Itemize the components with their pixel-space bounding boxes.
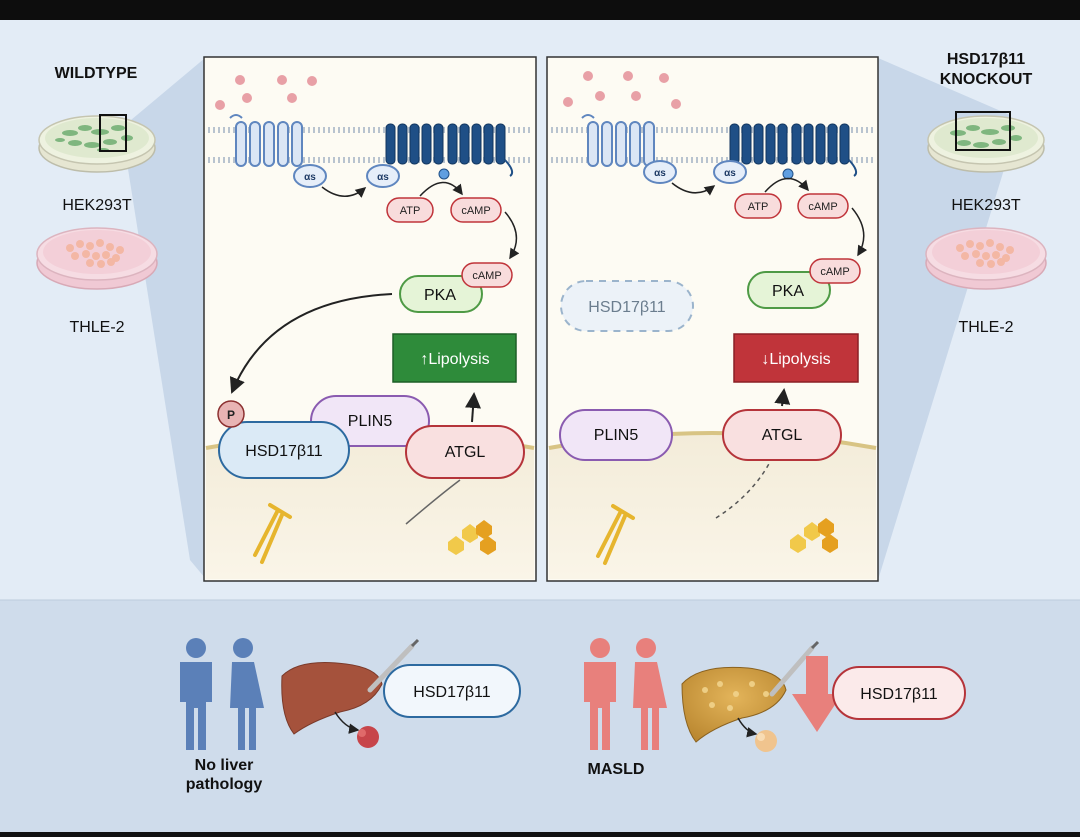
g-alpha-subunit-ko-2: αs <box>713 160 747 184</box>
svg-text:PLIN5: PLIN5 <box>348 413 393 430</box>
svg-text:HSD17β11: HSD17β11 <box>588 299 665 316</box>
adenylyl-cyclase <box>385 123 514 180</box>
g-alpha-subunit-1: αs <box>293 164 327 188</box>
petri-dish-hek-wildtype <box>38 114 156 173</box>
knockout-panel: αs αs ATP cAMP PKA cAMP HSD17β11 <box>546 56 879 582</box>
wildtype-title: WILDTYPE <box>55 65 138 82</box>
lipolysis-down-box: ↓Lipolysis <box>733 333 859 383</box>
svg-text:↑Lipolysis: ↑Lipolysis <box>420 351 489 368</box>
wildtype-panel: αs αs ATP cAMP PKA cAMP <box>203 56 537 582</box>
healthy-hsd-pill: HSD17β11 <box>383 664 521 718</box>
svg-text:ATP: ATP <box>748 201 769 213</box>
masld-people-icon <box>584 638 667 750</box>
knockout-cell-line-1: HEK293T <box>951 197 1021 214</box>
phospholipid-icon <box>253 503 292 564</box>
svg-text:ATGL: ATGL <box>762 427 803 444</box>
down-arrow-icon <box>792 656 842 732</box>
svg-text:cAMP: cAMP <box>808 201 837 213</box>
healthy-people-icon <box>180 638 264 750</box>
wildtype-cell-line-2: THLE-2 <box>69 319 124 336</box>
petri-dish-thle-knockout <box>925 227 1047 290</box>
phospholipid-icon-ko <box>596 504 635 565</box>
camp-pill-ko: cAMP <box>797 193 849 219</box>
svg-text:HSD17β11: HSD17β11 <box>245 443 322 460</box>
svg-text:PKA: PKA <box>772 283 804 300</box>
triglyceride-icon <box>448 520 496 555</box>
atp-pill: ATP <box>386 197 434 223</box>
pka-protein: PKA <box>399 275 483 313</box>
svg-text:ATGL: ATGL <box>445 444 486 461</box>
svg-text:ATP: ATP <box>400 205 421 217</box>
masld-label: MASLD <box>588 761 645 778</box>
pka-protein-ko: PKA <box>747 271 831 309</box>
atgl-protein: ATGL <box>405 425 525 479</box>
svg-text:αs: αs <box>724 168 736 179</box>
svg-text:HSD17β11: HSD17β11 <box>413 684 490 701</box>
petri-dish-hek-knockout <box>927 111 1045 173</box>
svg-text:αs: αs <box>304 172 316 183</box>
adenylyl-cyclase-ko <box>729 123 858 180</box>
knockout-cell-line-2: THLE-2 <box>958 319 1013 336</box>
svg-text:PKA: PKA <box>424 287 456 304</box>
svg-text:cAMP: cAMP <box>461 205 490 217</box>
svg-text:αs: αs <box>654 168 666 179</box>
pka-camp-pill: cAMP <box>461 262 513 288</box>
petri-dish-thle-wildtype <box>36 227 158 290</box>
knockout-title-line2: KNOCKOUT <box>940 71 1033 88</box>
svg-text:HSD17β11: HSD17β11 <box>860 686 937 703</box>
camp-pill: cAMP <box>450 197 502 223</box>
svg-text:P: P <box>227 408 235 422</box>
svg-text:↓Lipolysis: ↓Lipolysis <box>761 351 830 368</box>
lipolysis-up-box: ↑Lipolysis <box>392 333 517 383</box>
triglyceride-icon-ko <box>790 518 838 553</box>
svg-text:cAMP: cAMP <box>472 270 501 282</box>
ligand-dots-ko <box>563 71 681 109</box>
wildtype-cell-line-1: HEK293T <box>62 197 132 214</box>
hsd17b11-absent: HSD17β11 <box>560 280 694 332</box>
g-alpha-subunit-ko-1: αs <box>643 160 677 184</box>
healthy-label-line2: pathology <box>186 776 263 793</box>
atgl-protein-ko: ATGL <box>722 409 842 461</box>
svg-text:αs: αs <box>377 172 389 183</box>
svg-text:PLIN5: PLIN5 <box>594 427 639 444</box>
healthy-liver-icon <box>281 638 420 748</box>
g-alpha-subunit-2: αs <box>366 164 400 188</box>
plin5-protein-ko: PLIN5 <box>559 409 673 461</box>
ligand-dots <box>215 75 317 110</box>
fatty-liver-icon <box>681 640 820 752</box>
healthy-label-line1: No liver <box>195 757 254 774</box>
hsd17b11-protein: HSD17β11 <box>218 421 350 479</box>
atp-pill-ko: ATP <box>734 193 782 219</box>
phospho-group: P <box>217 400 245 428</box>
svg-text:cAMP: cAMP <box>820 266 849 278</box>
pka-camp-pill-ko: cAMP <box>809 258 861 284</box>
knockout-title-line1: HSD17β11 <box>947 51 1025 68</box>
gpcr-receptor <box>229 114 303 167</box>
masld-hsd-pill: HSD17β11 <box>832 666 966 720</box>
